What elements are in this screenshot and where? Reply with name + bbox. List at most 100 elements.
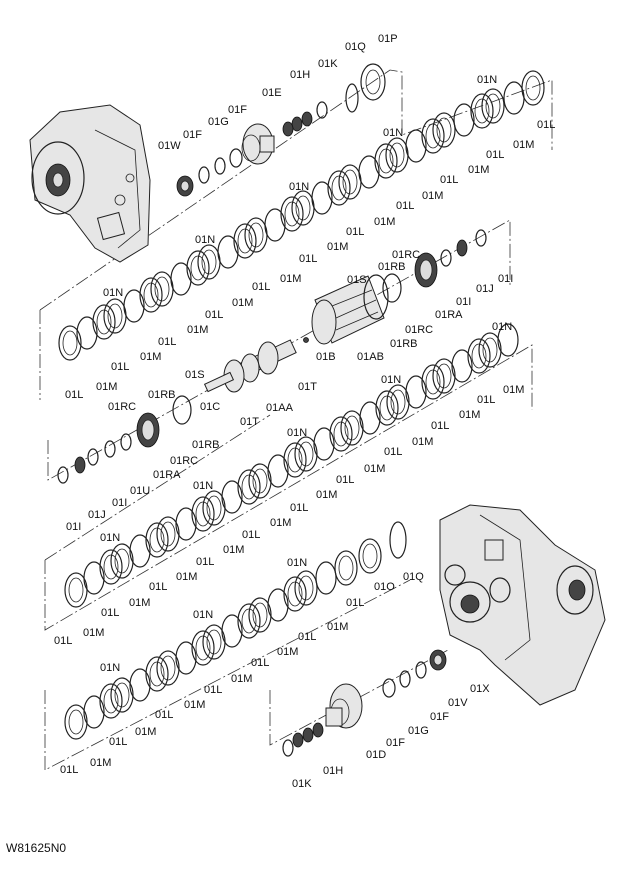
part-label: 01L [336, 474, 354, 486]
part-label: 01M [232, 297, 253, 309]
part-label: 01K [292, 778, 312, 790]
part-label: 01F [430, 711, 449, 723]
plate-row-1 [58, 70, 545, 361]
part-label: 01K [318, 58, 338, 70]
part-label: 01S [347, 274, 367, 286]
transmission-housing-top [29, 104, 151, 263]
part-label: 01L [101, 607, 119, 619]
clutch-plate-stacks [57, 63, 545, 757]
part-label: 01L [204, 684, 222, 696]
part-label: 01N [193, 609, 213, 621]
part-label: 01RC [392, 249, 420, 261]
part-label: 01M [129, 597, 150, 609]
part-label: 01M [280, 273, 301, 285]
part-label: 01L [155, 709, 173, 721]
part-label: 01U [130, 485, 150, 497]
part-label: 01M [83, 627, 104, 639]
part-label: 01RA [153, 469, 181, 481]
part-label: 01E [262, 87, 282, 99]
part-label: 01RC [405, 324, 433, 336]
part-label: 01M [187, 324, 208, 336]
part-label: 01F [183, 129, 202, 141]
part-label: 01L [54, 635, 72, 647]
part-label: 01M [327, 241, 348, 253]
part-label: 01N [100, 662, 120, 674]
part-label: 01RB [192, 439, 220, 451]
part-label: 01W [158, 140, 181, 152]
part-label: 01N [195, 234, 215, 246]
part-label: 01N [287, 427, 307, 439]
part-label: 01RC [108, 401, 136, 413]
part-label: 01L [252, 281, 270, 293]
part-label: 01L [242, 529, 260, 541]
plate-row-3 [64, 521, 407, 740]
part-label: 01RB [390, 338, 418, 350]
part-label: 01N [287, 557, 307, 569]
part-label: 01L [149, 581, 167, 593]
transmission-housing-bottom [439, 504, 606, 706]
part-label: 01H [323, 765, 343, 777]
carrier-assembly [203, 229, 487, 393]
part-label: 01L [384, 446, 402, 458]
part-label: 01RA [435, 309, 463, 321]
part-label: 01P [378, 33, 398, 45]
part-label: 01L [60, 764, 78, 776]
part-label: 01M [140, 351, 161, 363]
part-label: 01L [298, 631, 316, 643]
part-label: 01M [364, 463, 385, 475]
part-label: 01N [477, 74, 497, 86]
part-label: 01N [103, 287, 123, 299]
part-label: 01N [289, 181, 309, 193]
part-label: 01L [251, 657, 269, 669]
part-label: 01N [381, 374, 401, 386]
part-label: 01I [112, 497, 127, 509]
section-frames [39, 69, 553, 771]
part-label: 01G [208, 116, 229, 128]
part-label: 01M [270, 517, 291, 529]
part-label: 01M [422, 190, 443, 202]
part-label: 01Q [345, 41, 366, 53]
part-label: 01L [537, 119, 555, 131]
part-label: 01L [346, 597, 364, 609]
left-small-rings [57, 395, 192, 484]
part-label: 01RB [378, 261, 406, 273]
part-label: 01L [346, 226, 364, 238]
part-label: 01I [456, 296, 471, 308]
part-label: 01N [383, 127, 403, 139]
part-label: 01T [298, 381, 317, 393]
part-label: 01L [396, 200, 414, 212]
part-label: 01S [185, 369, 205, 381]
part-label: 01F [228, 104, 247, 116]
part-label: 01L [290, 502, 308, 514]
part-label: 01L [111, 361, 129, 373]
part-label: 01N [100, 532, 120, 544]
part-label: 01L [299, 253, 317, 265]
part-label: 01M [277, 646, 298, 658]
part-label: 01M [327, 621, 348, 633]
plate-row-2 [64, 323, 519, 608]
part-label: 01M [176, 571, 197, 583]
part-label: 01L [158, 336, 176, 348]
part-label: 01H [290, 69, 310, 81]
part-label: 01M [223, 544, 244, 556]
part-label: 01F [386, 737, 405, 749]
part-label: 01L [65, 389, 83, 401]
part-label: 01I [66, 521, 81, 533]
part-label: 01M [184, 699, 205, 711]
part-label: 01O [374, 581, 395, 593]
part-label: 01L [477, 394, 495, 406]
part-label: 01T [240, 416, 259, 428]
part-label: 01M [316, 489, 337, 501]
part-label: 01L [486, 149, 504, 161]
part-label: 01L [440, 174, 458, 186]
part-label: 01M [96, 381, 117, 393]
top-shaft-parts [176, 63, 386, 197]
part-label: 01G [408, 725, 429, 737]
part-label: 01D [366, 749, 386, 761]
part-label: 01N [492, 321, 512, 333]
part-label: 01RB [148, 389, 176, 401]
part-label: 01M [135, 726, 156, 738]
part-label: 01N [193, 480, 213, 492]
part-label: 01J [88, 509, 106, 521]
